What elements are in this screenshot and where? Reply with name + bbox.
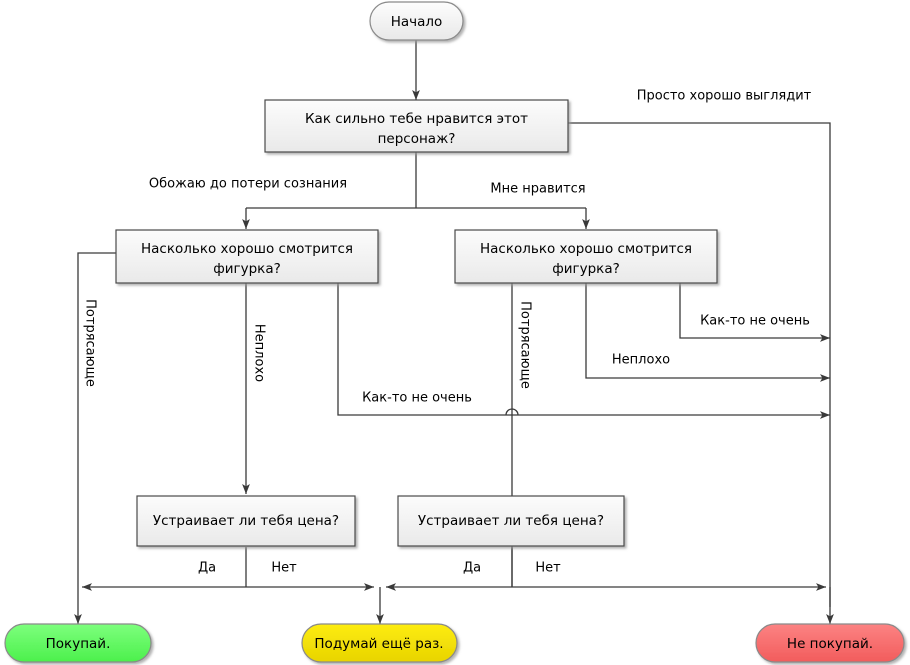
node-terminal-dont-buy-label: Не покупай. xyxy=(787,636,873,652)
edge-label-awesome-right: Потрясающе xyxy=(518,301,533,389)
edge-label-no-left: Нет xyxy=(271,561,297,576)
edge-figleft-meh xyxy=(337,283,830,419)
node-question-figure-right-label-line1: Насколько хорошо смотрится xyxy=(480,241,692,257)
edge-hop-crossing xyxy=(505,408,519,416)
node-question-figure-right[interactable]: Насколько хорошо смотрится фигурка? xyxy=(454,229,718,284)
node-start[interactable]: Начало xyxy=(369,1,464,41)
node-question-like-label-line2: персонаж? xyxy=(378,131,456,147)
node-question-like[interactable]: Как сильно тебе нравится этот персонаж? xyxy=(264,99,569,153)
node-question-figure-left-label-line1: Насколько хорошо смотрится xyxy=(141,241,353,257)
node-terminal-dont-buy[interactable]: Не покупай. xyxy=(755,623,905,663)
edge-figleft-awesome xyxy=(77,252,116,587)
edge-label-looks-good-only: Просто хорошо выглядит xyxy=(637,89,812,104)
node-question-price-right[interactable]: Устраивает ли тебя цена? xyxy=(397,495,625,547)
edge-label-no-right: Нет xyxy=(535,561,561,576)
edge-label-i-like-it: Мне нравится xyxy=(490,182,585,197)
node-terminal-buy-shape xyxy=(4,623,152,663)
edge-label-decent-right: Неплохо xyxy=(612,353,670,368)
node-question-figure-left-label-line2: фигурка? xyxy=(213,261,281,277)
edge-label-love-to-death: Обожаю до потери сознания xyxy=(149,177,347,192)
node-question-figure-right-label-line2: фигурка? xyxy=(552,261,620,277)
node-question-figure-left[interactable]: Насколько хорошо смотрится фигурка? xyxy=(115,229,379,284)
node-terminal-think[interactable]: Подумай ещё раз. xyxy=(301,623,458,663)
node-question-figure-left-shape xyxy=(115,229,379,284)
edges-layer xyxy=(74,40,834,624)
node-start-shape xyxy=(369,1,464,41)
node-question-price-right-shape xyxy=(397,495,625,547)
node-terminal-buy[interactable]: Покупай. xyxy=(4,623,152,663)
nodes-layer: Начало Как сильно тебе нравится этот пер… xyxy=(4,1,905,663)
edge-label-meh-right: Как-то не очень xyxy=(700,314,810,329)
edge-label-meh-left: Как-то не очень xyxy=(362,391,472,406)
node-question-like-label-line1: Как сильно тебе нравится этот xyxy=(305,111,528,127)
edge-figright-meh xyxy=(679,283,830,342)
edge-label-yes-right: Да xyxy=(463,561,481,576)
node-question-price-right-label: Устраивает ли тебя цена? xyxy=(418,513,604,529)
edge-label-decent-left: Неплохо xyxy=(252,324,267,382)
node-start-label: Начало xyxy=(391,14,443,30)
edge-label-yes-left: Да xyxy=(198,561,216,576)
node-question-like-shape xyxy=(264,99,569,153)
edge-like-looksgood xyxy=(568,122,831,607)
node-terminal-think-shape xyxy=(301,623,458,663)
node-terminal-buy-label: Покупай. xyxy=(46,636,111,652)
edge-figright-decent xyxy=(585,283,830,382)
node-question-price-left-label: Устраивает ли тебя цена? xyxy=(153,513,339,529)
node-question-price-left[interactable]: Устраивает ли тебя цена? xyxy=(136,495,356,547)
edge-label-awesome-left: Потрясающе xyxy=(83,299,98,387)
node-terminal-dont-buy-shape xyxy=(755,623,905,663)
node-terminal-think-label: Подумай ещё раз. xyxy=(314,636,443,652)
edge-labels-layer: Просто хорошо выглядит Обожаю до потери … xyxy=(83,89,812,576)
node-question-figure-right-shape xyxy=(454,229,718,284)
node-question-price-left-shape xyxy=(136,495,356,547)
